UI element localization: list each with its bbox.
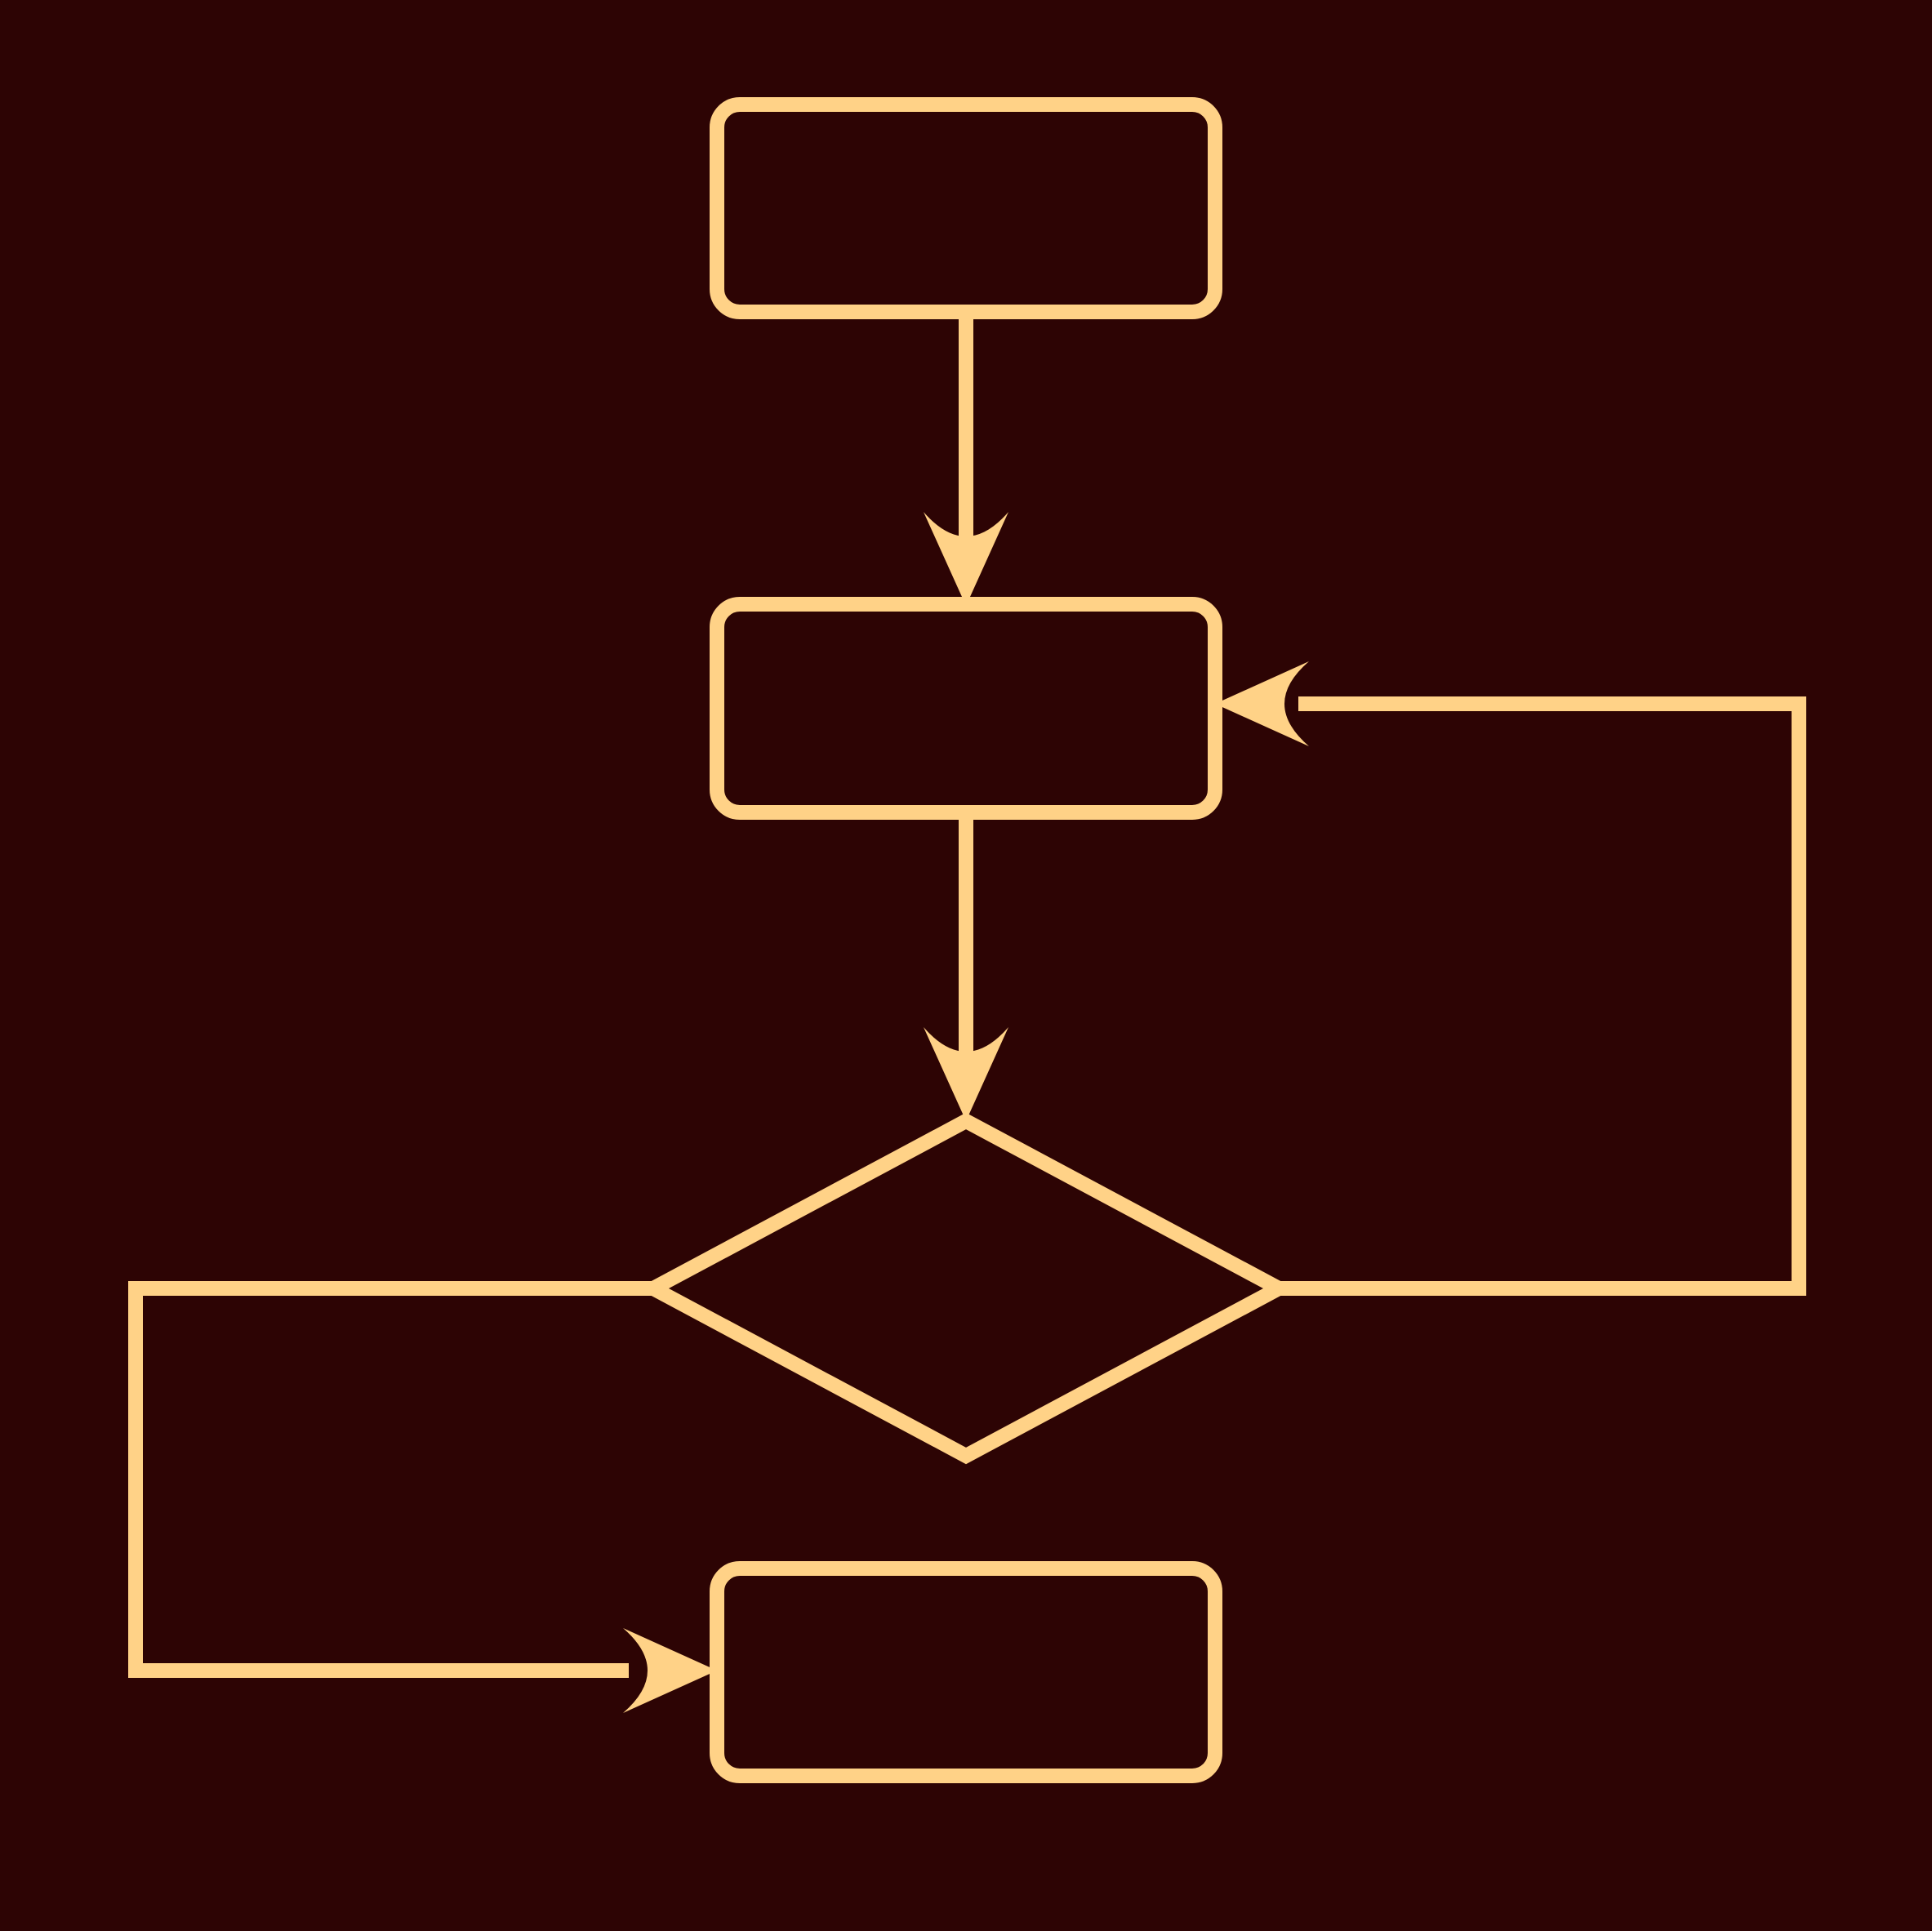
decision-node: [637, 1112, 1295, 1465]
decision-to-end-line: [128, 1281, 653, 1678]
start-to-process-arrowhead-icon: [924, 512, 1008, 606]
process-node: [710, 597, 1222, 820]
process-to-decision-arrowhead-icon: [924, 1027, 1008, 1121]
decision-loop-to-process-line: [1279, 696, 1806, 1296]
end-node: [710, 1561, 1222, 1783]
decision-loop-to-process-arrowhead-icon: [1215, 661, 1309, 746]
start-node: [710, 97, 1222, 319]
decision-to-end-arrowhead-icon: [623, 1628, 717, 1713]
